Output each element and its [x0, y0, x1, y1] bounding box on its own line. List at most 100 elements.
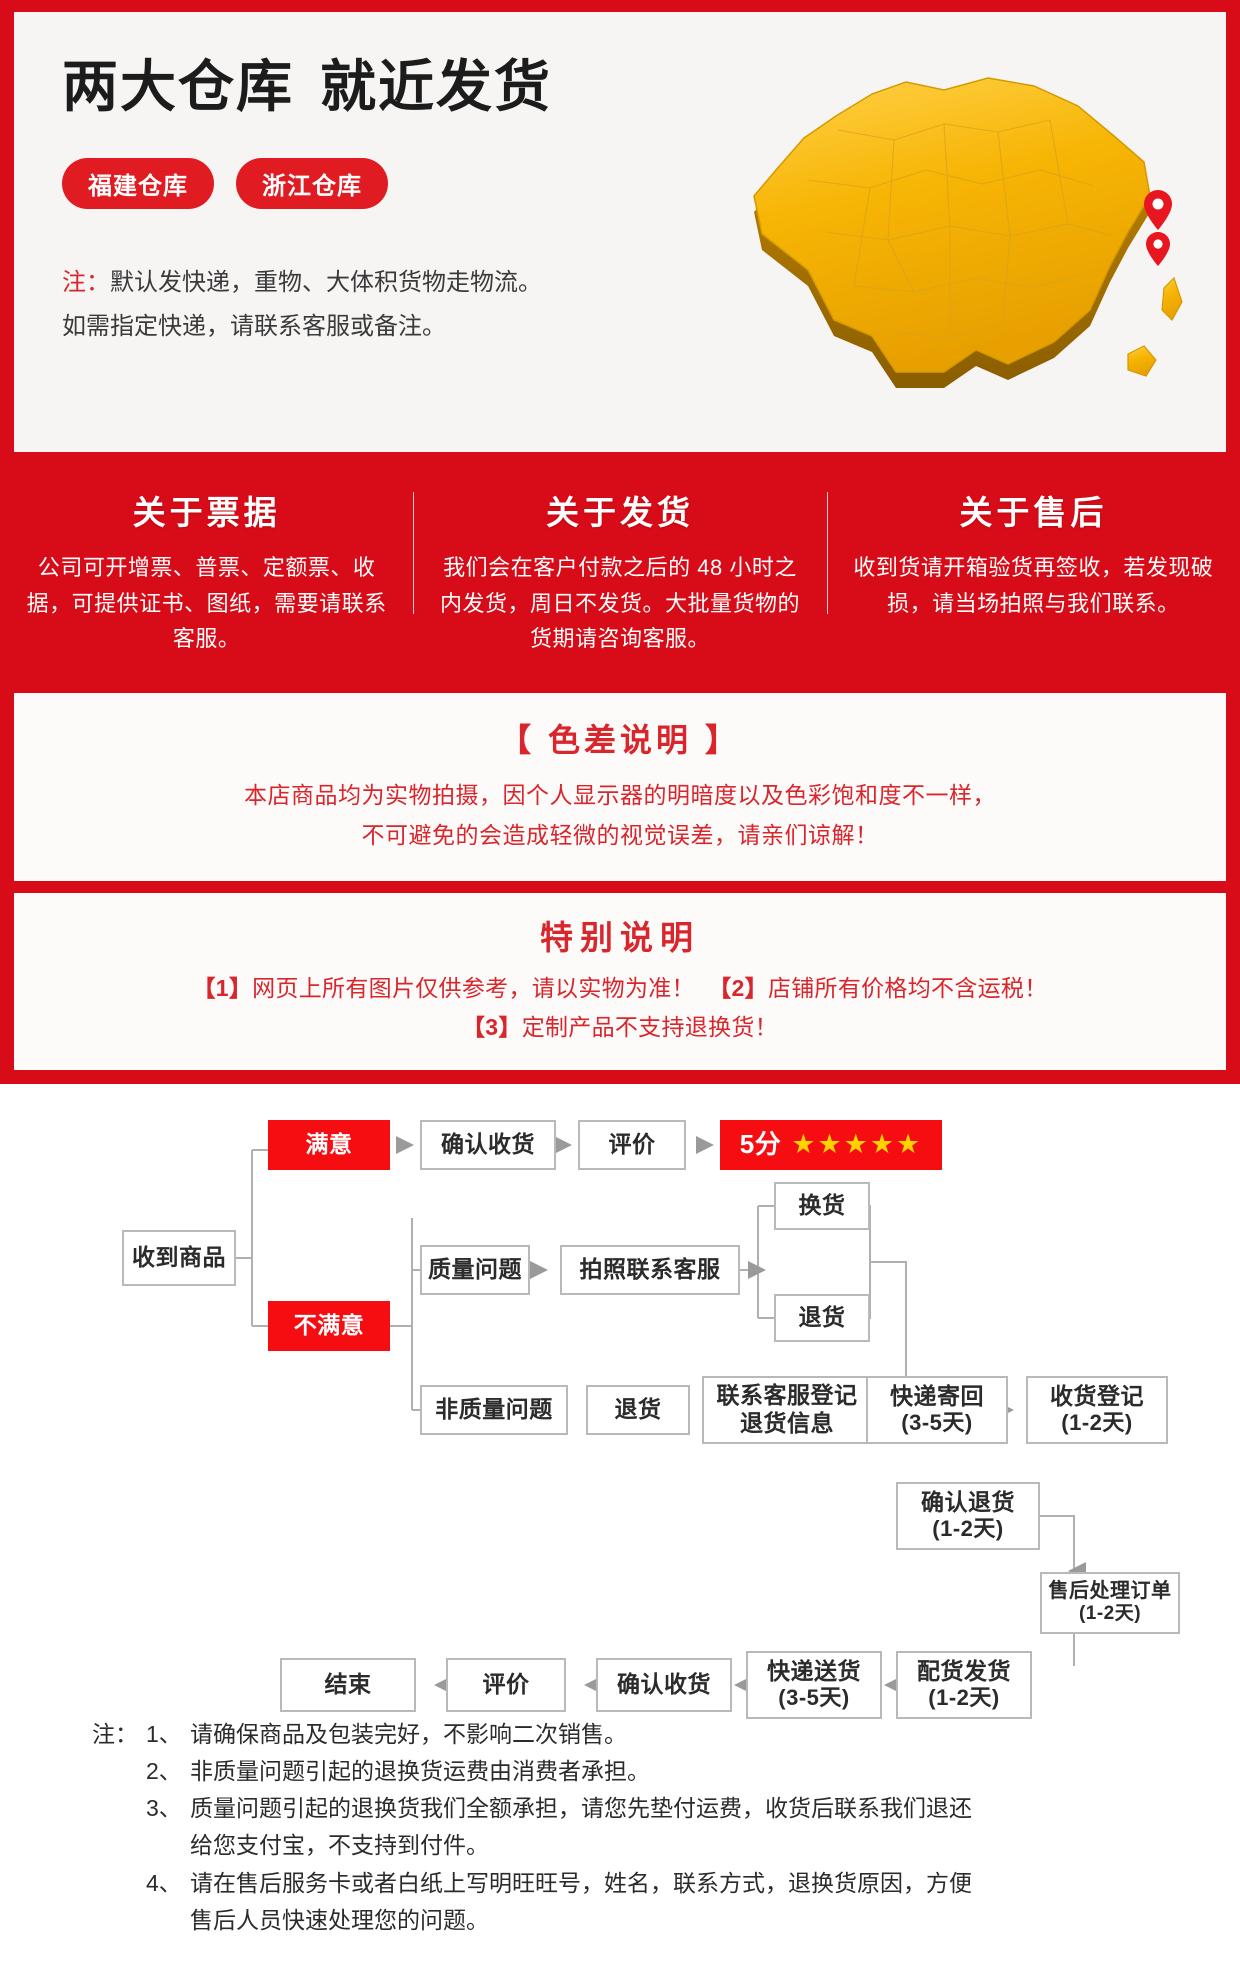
map-islet-taiwan [1161, 276, 1183, 321]
flow-node-confirm-receipt-top: 确认收货 [420, 1119, 556, 1170]
page-title: 两大仓库就近发货 [62, 56, 702, 118]
banner-note-line-1: 注：默认发快递，重物、大体积货物走物流。 [62, 261, 702, 305]
special-notice-line-2: 【3】定制产品不支持退换货！ [34, 1008, 1206, 1047]
flow-node-courier-back: 快递寄回 (3-5天) [866, 1375, 1008, 1444]
flow-node-satisfied: 满意 [268, 1119, 390, 1170]
flow-node-aftersale-order: 售后处理订单 (1-2天) [1040, 1571, 1180, 1634]
flow-node-rating: 5分 ★★★★★ [720, 1119, 942, 1170]
footer-note-continuation: 给您支付宝，不支持到付件。 [190, 1832, 489, 1859]
delivery-line-1: 快递送货 [767, 1658, 861, 1685]
banner-text-block: 两大仓库就近发货 福建仓库 浙江仓库 注：默认发快递，重物、大体积货物走物流。 … [62, 56, 702, 349]
china-map-illustration [658, 20, 1218, 440]
warehouse-tag-list: 福建仓库 浙江仓库 [62, 157, 702, 209]
flow-node-return-goods-2: 退货 [586, 1384, 690, 1435]
dispatch-line-1: 配货发货 [917, 1658, 1011, 1685]
special-notice-index-2: 【2】 [708, 975, 768, 1002]
footer-note-text: 请在售后服务卡或者白纸上写明旺旺号，姓名，联系方式，退换货原因，方便 [190, 1869, 972, 1896]
info-column-invoice-body: 公司可开增票、普票、定额票、收据，可提供证书、图纸，需要请联系客服。 [26, 555, 387, 652]
info-column-aftersale: 关于售后 收到货请开箱验货再签收，若发现破损，请当场拍照与我们联系。 [826, 486, 1240, 657]
rating-score-label: 5分 [739, 1129, 782, 1160]
courier-back-line-2: (3-5天) [901, 1410, 973, 1436]
aftersale-order-line-1: 售后处理订单 [1048, 1579, 1172, 1602]
delivery-line-2: (3-5天) [778, 1685, 850, 1711]
confirm-return-line-1: 确认退货 [921, 1489, 1015, 1516]
footer-note-text: 请确保商品及包装完好，不影响二次销售。 [190, 1720, 627, 1747]
color-difference-card: 【 色差说明 】 本店商品均为实物拍摄，因个人显示器的明暗度以及色彩饱和度不一样… [14, 692, 1226, 882]
flow-node-register-return-info: 联系客服登记 退货信息 [702, 1375, 872, 1444]
special-notice-text-2: 店铺所有价格均不含运税！ [767, 975, 1048, 1002]
aftersale-flowchart-section: 收到商品 满意 确认收货 评价 5分 ★★★★★ 不满意 质量问题 拍照联系客服… [0, 1083, 1240, 1719]
banner-note: 注：默认发快递，重物、大体积货物走物流。 如需指定快递，请联系客服或备注。 [62, 261, 702, 350]
special-notice-line-1: 【1】网页上所有图片仅供参考，请以实物为准！ 【2】店铺所有价格均不含运税！ [34, 969, 1206, 1008]
color-difference-line-2: 不可避免的会造成轻微的视觉误差，请亲们谅解！ [361, 822, 879, 849]
footer-note-item: 3、 质量问题引起的退换货我们全额承担，请您先垫付运费，收货后联系我们退还 [92, 1790, 1144, 1827]
footer-note-item: 注： 1、 请确保商品及包装完好，不影响二次销售。 [92, 1716, 1144, 1753]
footer-note-spacer [92, 1865, 146, 1902]
banner-note-line-2: 如需指定快递，请联系客服或备注。 [62, 312, 446, 340]
banner-card: 两大仓库就近发货 福建仓库 浙江仓库 注：默认发快递，重物、大体积货物走物流。 … [14, 12, 1226, 452]
receipt-register-line-2: (1-2天) [1061, 1410, 1133, 1436]
flow-node-end: 结束 [280, 1657, 416, 1712]
footer-note-spacer [92, 1790, 146, 1827]
flow-node-return-goods: 退货 [774, 1293, 870, 1342]
footer-note-index: 3、 [146, 1795, 182, 1822]
special-notice-card: 特别说明 【1】网页上所有图片仅供参考，请以实物为准！ 【2】店铺所有价格均不含… [14, 893, 1226, 1070]
service-info-columns: 关于票据 公司可开增票、普票、定额票、收据，可提供证书、图纸，需要请联系客服。 … [0, 452, 1240, 693]
banner-note-label: 注： [62, 268, 110, 296]
flow-node-unsatisfied: 不满意 [268, 1300, 390, 1351]
info-column-shipping: 关于发货 我们会在客户付款之后的 48 小时之内发货，周日不发货。大批量货物的货… [413, 486, 826, 657]
footer-note-text: 非质量问题引起的退换货运费由消费者承担。 [190, 1757, 650, 1784]
flow-node-exchange: 换货 [774, 1181, 870, 1230]
flow-node-photo-contact: 拍照联系客服 [560, 1244, 740, 1295]
footer-note-spacer [92, 1753, 146, 1790]
warehouse-banner: 两大仓库就近发货 福建仓库 浙江仓库 注：默认发快递，重物、大体积货物走物流。 … [0, 0, 1240, 452]
flow-node-receipt-register: 收货登记 (1-2天) [1026, 1375, 1168, 1444]
map-landmass [753, 77, 1151, 373]
color-difference-title: 【 色差说明 】 [499, 721, 741, 758]
flow-node-review-bottom: 评价 [446, 1657, 566, 1712]
location-pin-icon-secondary [1146, 232, 1170, 266]
footer-notes-section: 注： 1、 请确保商品及包装完好，不影响二次销售。 2、 非质量问题引起的退换货… [0, 1709, 1240, 1973]
rating-stars-icon: ★★★★★ [791, 1129, 923, 1160]
special-notice-index-1: 【1】 [192, 975, 253, 1002]
flow-node-start: 收到商品 [122, 1229, 236, 1286]
color-difference-line-1: 本店商品均为实物拍摄，因个人显示器的明暗度以及色彩饱和度不一样， [244, 781, 996, 808]
register-line-1: 联系客服登记 [716, 1382, 858, 1409]
location-pin-icon [1144, 190, 1172, 230]
warehouse-tag-zhejiang: 浙江仓库 [236, 157, 388, 209]
info-column-aftersale-body: 收到货请开箱验货再签收，若发现破损，请当场拍照与我们联系。 [853, 555, 1214, 616]
flow-node-quality-issue: 质量问题 [420, 1244, 530, 1295]
dispatch-line-2: (1-2天) [928, 1685, 1000, 1711]
confirm-return-line-2: (1-2天) [932, 1516, 1004, 1542]
page-title-part-b: 就近发货 [320, 55, 552, 118]
register-line-2: 退货信息 [740, 1409, 834, 1436]
footer-note-text: 质量问题引起的退换货我们全额承担，请您先垫付运费，收货后联系我们退还 [190, 1795, 972, 1822]
flow-node-delivery: 快递送货 (3-5天) [746, 1650, 882, 1719]
receipt-register-line-1: 收货登记 [1050, 1383, 1144, 1410]
footer-notes-label: 注： [92, 1720, 138, 1747]
info-column-shipping-title: 关于发货 [545, 494, 694, 531]
info-column-invoice: 关于票据 公司可开增票、普票、定额票、收据，可提供证书、图纸，需要请联系客服。 [0, 486, 413, 657]
page-title-part-a: 两大仓库 [62, 55, 294, 118]
special-notice-text-1: 网页上所有图片仅供参考，请以实物为准！ [252, 975, 695, 1002]
aftersale-order-line-2: (1-2天) [1078, 1603, 1142, 1625]
map-islet-south [1127, 345, 1157, 377]
footer-note-index: 2、 [146, 1757, 182, 1784]
special-notice-text-3: 定制产品不支持退换货！ [521, 1014, 778, 1041]
footer-note-item: 2、 非质量问题引起的退换货运费由消费者承担。 [92, 1753, 1144, 1790]
info-column-aftersale-title: 关于售后 [959, 494, 1108, 531]
info-column-shipping-body: 我们会在客户付款之后的 48 小时之内发货，周日不发货。大批量货物的货期请咨询客… [439, 555, 800, 652]
map-province-lines [807, 119, 1115, 339]
special-notice-title: 特别说明 [540, 919, 700, 957]
flow-node-dispatch: 配货发货 (1-2天) [896, 1650, 1032, 1719]
footer-note-item: 4、 请在售后服务卡或者白纸上写明旺旺号，姓名，联系方式，退换货原因，方便 [92, 1865, 1144, 1902]
warehouse-tag-fujian: 福建仓库 [62, 157, 214, 209]
banner-note-text-1: 默认发快递，重物、大体积货物走物流。 [110, 268, 542, 296]
info-column-invoice-title: 关于票据 [132, 494, 281, 531]
footer-note-index: 4、 [146, 1869, 182, 1896]
flow-node-non-quality-issue: 非质量问题 [420, 1384, 568, 1435]
footer-note-continuation: 售后人员快速处理您的问题。 [190, 1906, 489, 1933]
courier-back-line-1: 快递寄回 [890, 1383, 984, 1410]
footer-notes-list: 注： 1、 请确保商品及包装完好，不影响二次销售。 2、 非质量问题引起的退换货… [92, 1716, 1144, 1940]
special-notice-index-3: 【3】 [461, 1014, 522, 1041]
